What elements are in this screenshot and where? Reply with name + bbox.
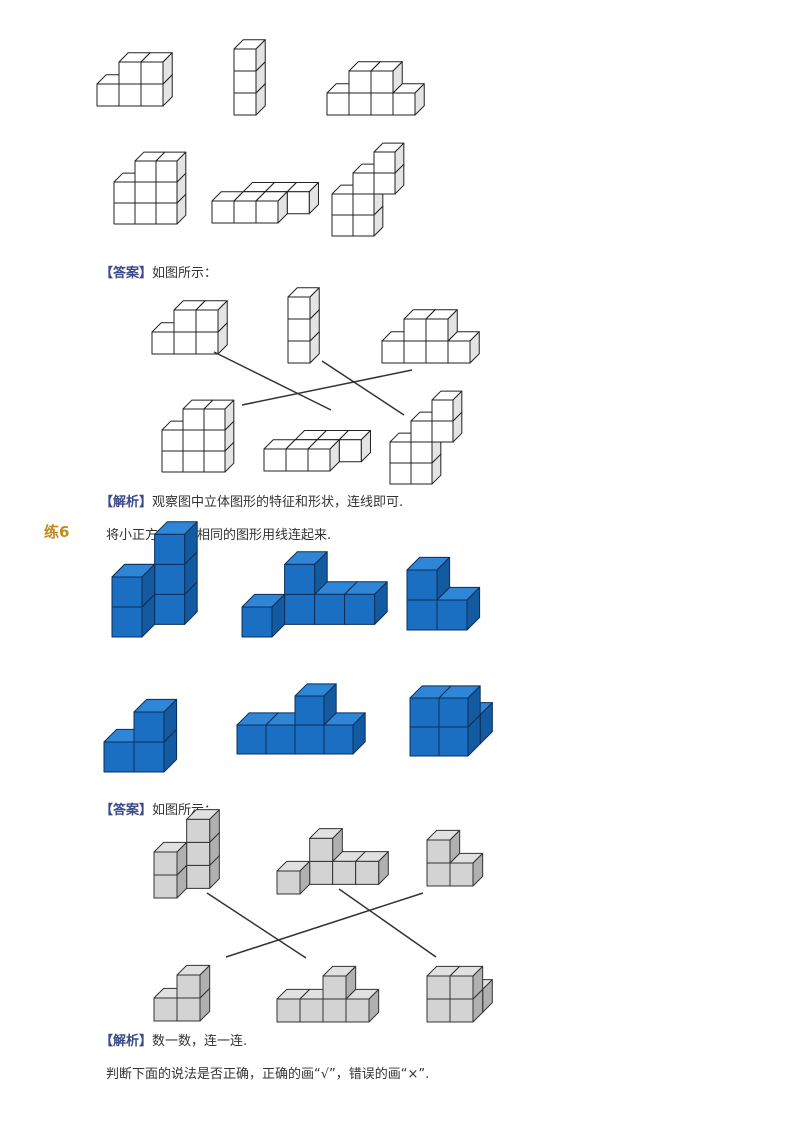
analysis-bracket: 【解析】: [100, 1034, 153, 1049]
unit-cube: [255, 191, 288, 224]
answer-bracket: 【答案】: [100, 803, 153, 818]
next-question-text: 判断下面的说法是否正确，正确的画“√”，错误的画“×”.: [106, 1067, 430, 1082]
unit-cube: [111, 563, 156, 608]
unit-cube: [176, 964, 211, 999]
unit-cube: [344, 581, 388, 625]
unit-cube: [406, 556, 451, 601]
unit-cube: [186, 809, 220, 843]
a1-shape-b: [287, 287, 320, 364]
unit-cube: [323, 712, 366, 755]
connector-line: [241, 369, 413, 406]
unit-cube: [286, 182, 319, 215]
unit-cube: [241, 593, 286, 638]
q2-shape-b: [241, 551, 388, 638]
q2-shape-c: [406, 556, 481, 631]
unit-cube: [373, 142, 405, 174]
answer-text: 如图所示：: [152, 266, 218, 281]
unit-cube: [370, 61, 403, 94]
exercise-label: 练6: [44, 523, 70, 541]
unit-cube: [425, 309, 458, 342]
unit-cube: [410, 453, 442, 485]
analysis-line-2: 【解析】数一数，连一连.: [100, 1030, 247, 1049]
unit-cube: [195, 300, 228, 333]
answer-bracket: 【答案】: [100, 266, 153, 281]
a2-shape-f: [426, 965, 493, 1023]
unit-cube: [449, 852, 484, 887]
a1-shape-c: [381, 309, 480, 364]
unit-cube: [133, 698, 178, 743]
analysis-text: 数一数，连一连.: [152, 1034, 248, 1049]
a2-shape-a: [153, 809, 220, 899]
unit-cube: [155, 151, 187, 183]
answer-line-1: 【答案】如图所示：: [100, 262, 217, 281]
q2-shape-a: [111, 521, 198, 638]
unit-cube: [449, 965, 484, 1000]
connector-line: [225, 892, 424, 958]
connector-line: [213, 351, 332, 411]
unit-cube: [276, 860, 311, 895]
connector-line: [321, 360, 405, 416]
connector-line: [338, 888, 437, 958]
unit-cube: [309, 828, 343, 862]
unit-cube: [426, 829, 461, 864]
q1-shape-c: [326, 61, 425, 116]
a1-shape-a: [151, 300, 228, 355]
a1-shape-f: [389, 390, 463, 485]
a2-shape-c: [426, 829, 484, 887]
unit-cube: [154, 521, 198, 565]
q1-shape-f: [331, 142, 405, 237]
unit-cube: [287, 287, 320, 320]
analysis-line-1: 【解析】观察图中立体图形的特征和形状，连线即可.: [100, 491, 403, 510]
unit-cube: [355, 851, 389, 885]
unit-cube: [203, 399, 235, 431]
a2-shape-b: [276, 828, 389, 895]
q1-shape-b: [233, 39, 266, 116]
unit-cube: [431, 390, 463, 422]
unit-cube: [284, 551, 328, 595]
unit-cube: [294, 683, 337, 726]
connector-line: [206, 892, 307, 959]
a1-shape-d: [161, 399, 235, 473]
a2-shape-d: [153, 964, 211, 1022]
unit-cube: [233, 39, 266, 72]
q2-shape-d: [103, 698, 178, 773]
unit-cube: [438, 685, 481, 728]
unit-cube: [392, 83, 425, 116]
a2-shape-e: [276, 965, 380, 1023]
analysis-bracket: 【解析】: [100, 495, 153, 510]
unit-cube: [322, 965, 357, 1000]
q1-shape-d: [113, 151, 187, 225]
unit-cube: [140, 52, 173, 85]
q2-shape-f: [409, 685, 493, 757]
unit-cube: [307, 439, 340, 472]
q2-shape-e: [236, 683, 366, 755]
analysis-text: 观察图中立体图形的特征和形状，连线即可.: [152, 495, 404, 510]
unit-cube: [447, 331, 480, 364]
unit-cube: [338, 430, 371, 463]
a1-shape-e: [263, 430, 371, 472]
unit-cube: [153, 841, 188, 876]
q1-shape-e: [211, 182, 319, 224]
q1-shape-a: [96, 52, 173, 107]
